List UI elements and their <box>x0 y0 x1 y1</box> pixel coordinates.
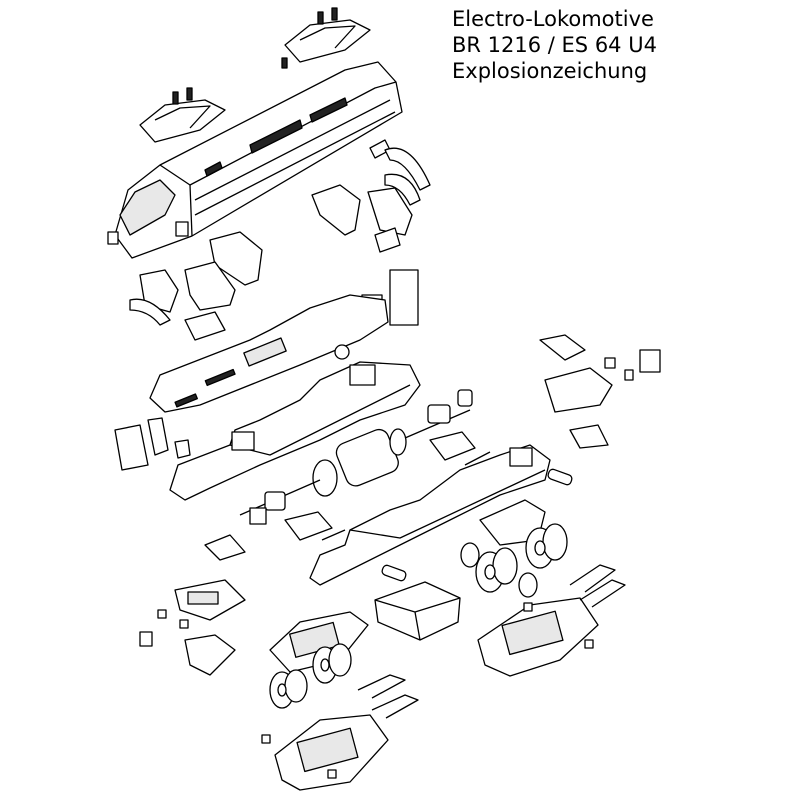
drawing-title: Electro-Lokomotive BR 1216 / ES 64 U4 Ex… <box>452 6 657 84</box>
pantograph-rear <box>281 7 371 69</box>
gear-housings <box>284 431 491 541</box>
wheelset-left-1 <box>269 669 308 709</box>
left-lower-parts <box>139 534 246 676</box>
gearbox-housing <box>374 581 461 641</box>
coupler-brackets-left <box>357 674 419 719</box>
main-frame-lower <box>309 444 551 586</box>
coupler-brackets-right <box>569 564 626 608</box>
cab-parts-left <box>129 231 419 341</box>
bogie-bottom <box>261 714 389 791</box>
circuit-board-plate <box>149 294 389 413</box>
cab-parts-right <box>311 139 431 253</box>
title-line-3: Explosionzeichung <box>452 59 648 83</box>
wheelset-right-1 <box>460 542 518 593</box>
motor-assembly <box>239 389 473 525</box>
bogie-right <box>477 499 599 677</box>
worm-screw-parts <box>381 468 573 582</box>
main-frame-upper <box>169 361 421 501</box>
right-bogie-cover-parts <box>539 334 661 449</box>
locomotive-body-shell <box>107 61 403 259</box>
pantograph-front <box>139 87 226 143</box>
wheelset-left-2 <box>312 643 352 684</box>
title-line-1: Electro-Lokomotive <box>452 7 654 31</box>
left-side-parts <box>114 417 191 471</box>
wheelset-right-2 <box>518 523 568 598</box>
title-line-2: BR 1216 / ES 64 U4 <box>452 33 657 57</box>
